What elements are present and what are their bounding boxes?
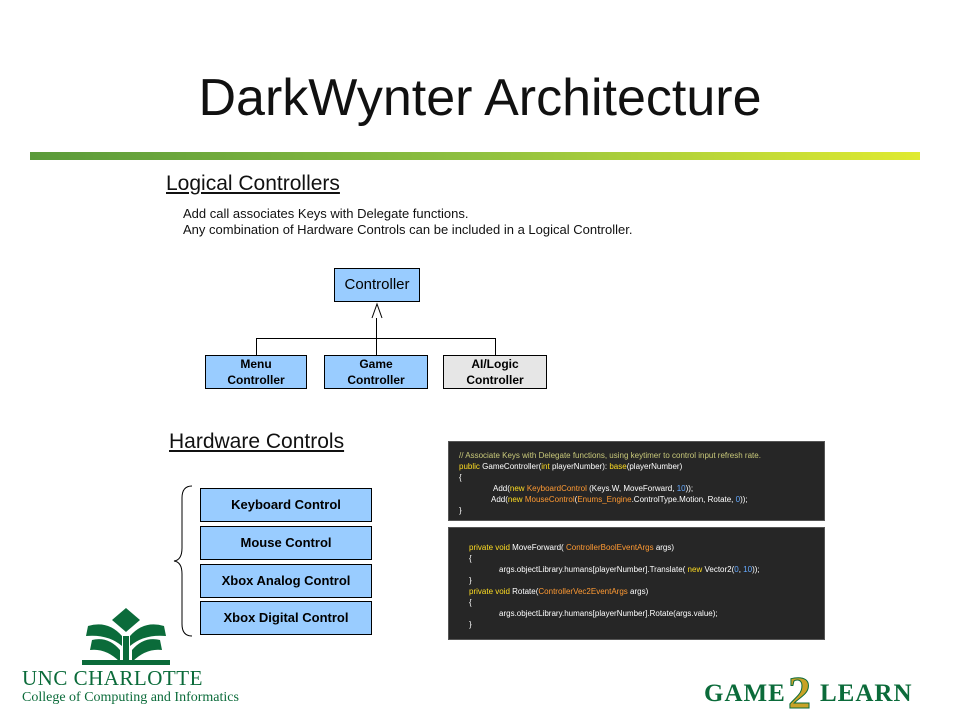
code-add-keyboard-line: Add(new KeyboardControl (Keys.W, MoveFor… <box>493 484 694 493</box>
ai-logic-controller-line-1: AI/Logic <box>471 357 519 371</box>
code-add-mouse-line: Add(new MouseControl(Enums_Engine.Contro… <box>491 495 748 504</box>
inheritance-arrow-icon <box>371 302 383 319</box>
hardware-controls-heading: Hardware Controls <box>169 430 345 453</box>
logical-desc-line-2: Any combination of Hardware Controls can… <box>183 222 633 237</box>
xbox-digital-control-box: Xbox Digital Control <box>200 601 372 635</box>
unc-charlotte-name: UNC CHARLOTTE <box>22 666 203 690</box>
menu-controller-box: Menu Controller <box>205 355 307 389</box>
code-moveforward-body: args.objectLibrary.humans[playerNumber].… <box>499 565 760 574</box>
menu-controller-line-2: Controller <box>227 373 285 387</box>
game-controller-line-2: Controller <box>347 373 405 387</box>
ai-logic-controller-line-2: Controller <box>466 373 524 387</box>
code-open-brace: { <box>459 473 462 482</box>
g2l-number-2: 2 <box>788 667 812 719</box>
controller-label: Controller <box>344 276 410 293</box>
code-moveforward-close: } <box>469 576 472 585</box>
code-comment: // Associate Keys with Delegate function… <box>459 451 761 460</box>
hierarchy-trunk-line <box>376 318 377 338</box>
code-rotate-signature: private void Rotate(ControllerVec2EventA… <box>469 587 649 596</box>
code-close-brace: } <box>459 506 462 515</box>
hierarchy-branch-middle <box>376 338 377 355</box>
code-moveforward-open: { <box>469 554 472 563</box>
code-rotate-close: } <box>469 620 472 629</box>
slide-title: DarkWynter Architecture <box>198 69 762 127</box>
g2l-learn-word: LEARN <box>820 680 913 707</box>
brace-icon <box>173 485 193 637</box>
code-panel-constructor: // Associate Keys with Delegate function… <box>448 441 825 521</box>
controller-box: Controller <box>334 268 420 302</box>
game-controller-box: Game Controller <box>324 355 428 389</box>
college-name: College of Computing and Informatics <box>22 690 239 705</box>
title-underline-bar <box>30 152 920 160</box>
logical-desc-line-1: Add call associates Keys with Delegate f… <box>183 206 469 221</box>
unc-crown-logo-icon <box>82 608 170 665</box>
code-rotate-open: { <box>469 598 472 607</box>
code-moveforward-signature: private void MoveForward( ControllerBool… <box>469 543 675 552</box>
ai-logic-controller-box: AI/Logic Controller <box>443 355 547 389</box>
menu-controller-line-1: Menu <box>240 357 272 371</box>
code-rotate-body: args.objectLibrary.humans[playerNumber].… <box>499 609 718 618</box>
g2l-game-word: GAME <box>704 680 786 707</box>
hierarchy-branch-right <box>495 338 496 355</box>
game-controller-line-1: Game <box>359 357 393 371</box>
code-panel-methods: private void MoveForward( ControllerBool… <box>448 527 825 640</box>
hierarchy-branch-left <box>256 338 257 355</box>
logical-controllers-heading: Logical Controllers <box>166 172 340 195</box>
mouse-control-box: Mouse Control <box>200 526 372 560</box>
xbox-analog-control-box: Xbox Analog Control <box>200 564 372 598</box>
code-signature-line: public GameController(int playerNumber):… <box>459 462 683 471</box>
keyboard-control-box: Keyboard Control <box>200 488 372 522</box>
